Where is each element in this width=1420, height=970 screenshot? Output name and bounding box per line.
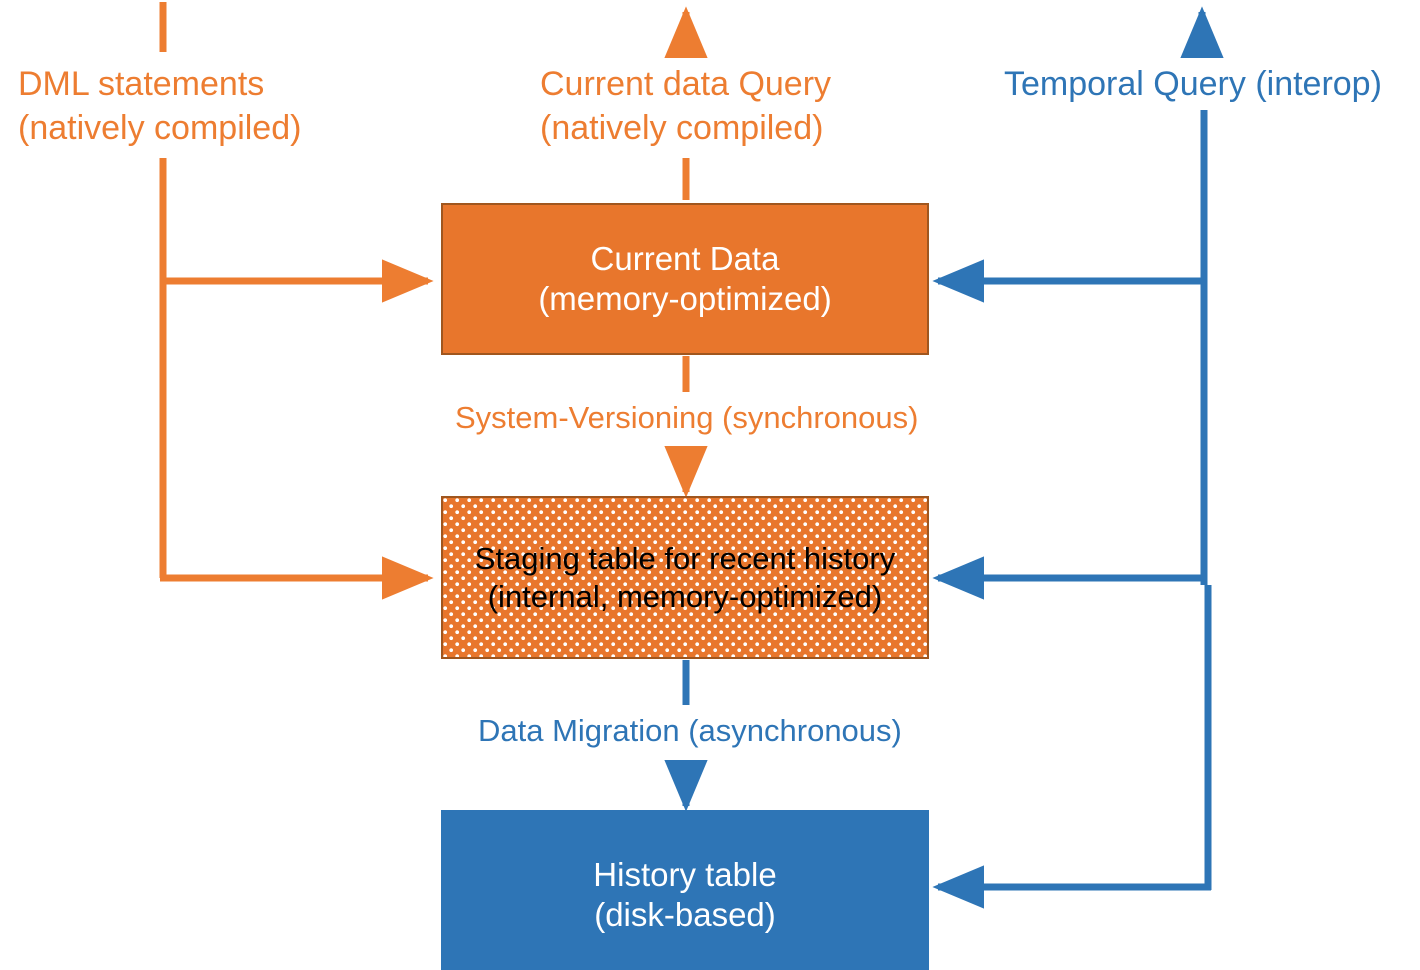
node-history-table-label: History table (disk-based) (593, 855, 777, 933)
edge-label-temporal-query: Temporal Query (interop) (1004, 65, 1382, 103)
node-current-data-label: Current Data (memory-optimized) (538, 239, 832, 317)
node-staging-table[interactable]: Staging table for recent history (intern… (441, 496, 929, 659)
edge-label-dml-statements: DML statements (natively compiled) (18, 65, 302, 148)
edge-label-current-data-query: Current data Query (natively compiled) (540, 65, 832, 148)
connector-temporal-query (932, 6, 1224, 909)
node-current-data[interactable]: Current Data (memory-optimized) (441, 203, 929, 355)
edge-label-system-versioning: System-Versioning (synchronous) (455, 400, 919, 435)
node-history-table[interactable]: History table (disk-based) (441, 810, 929, 970)
edge-label-data-migration: Data Migration (asynchronous) (478, 713, 902, 748)
node-staging-table-label: Staging table for recent history (intern… (474, 540, 896, 614)
